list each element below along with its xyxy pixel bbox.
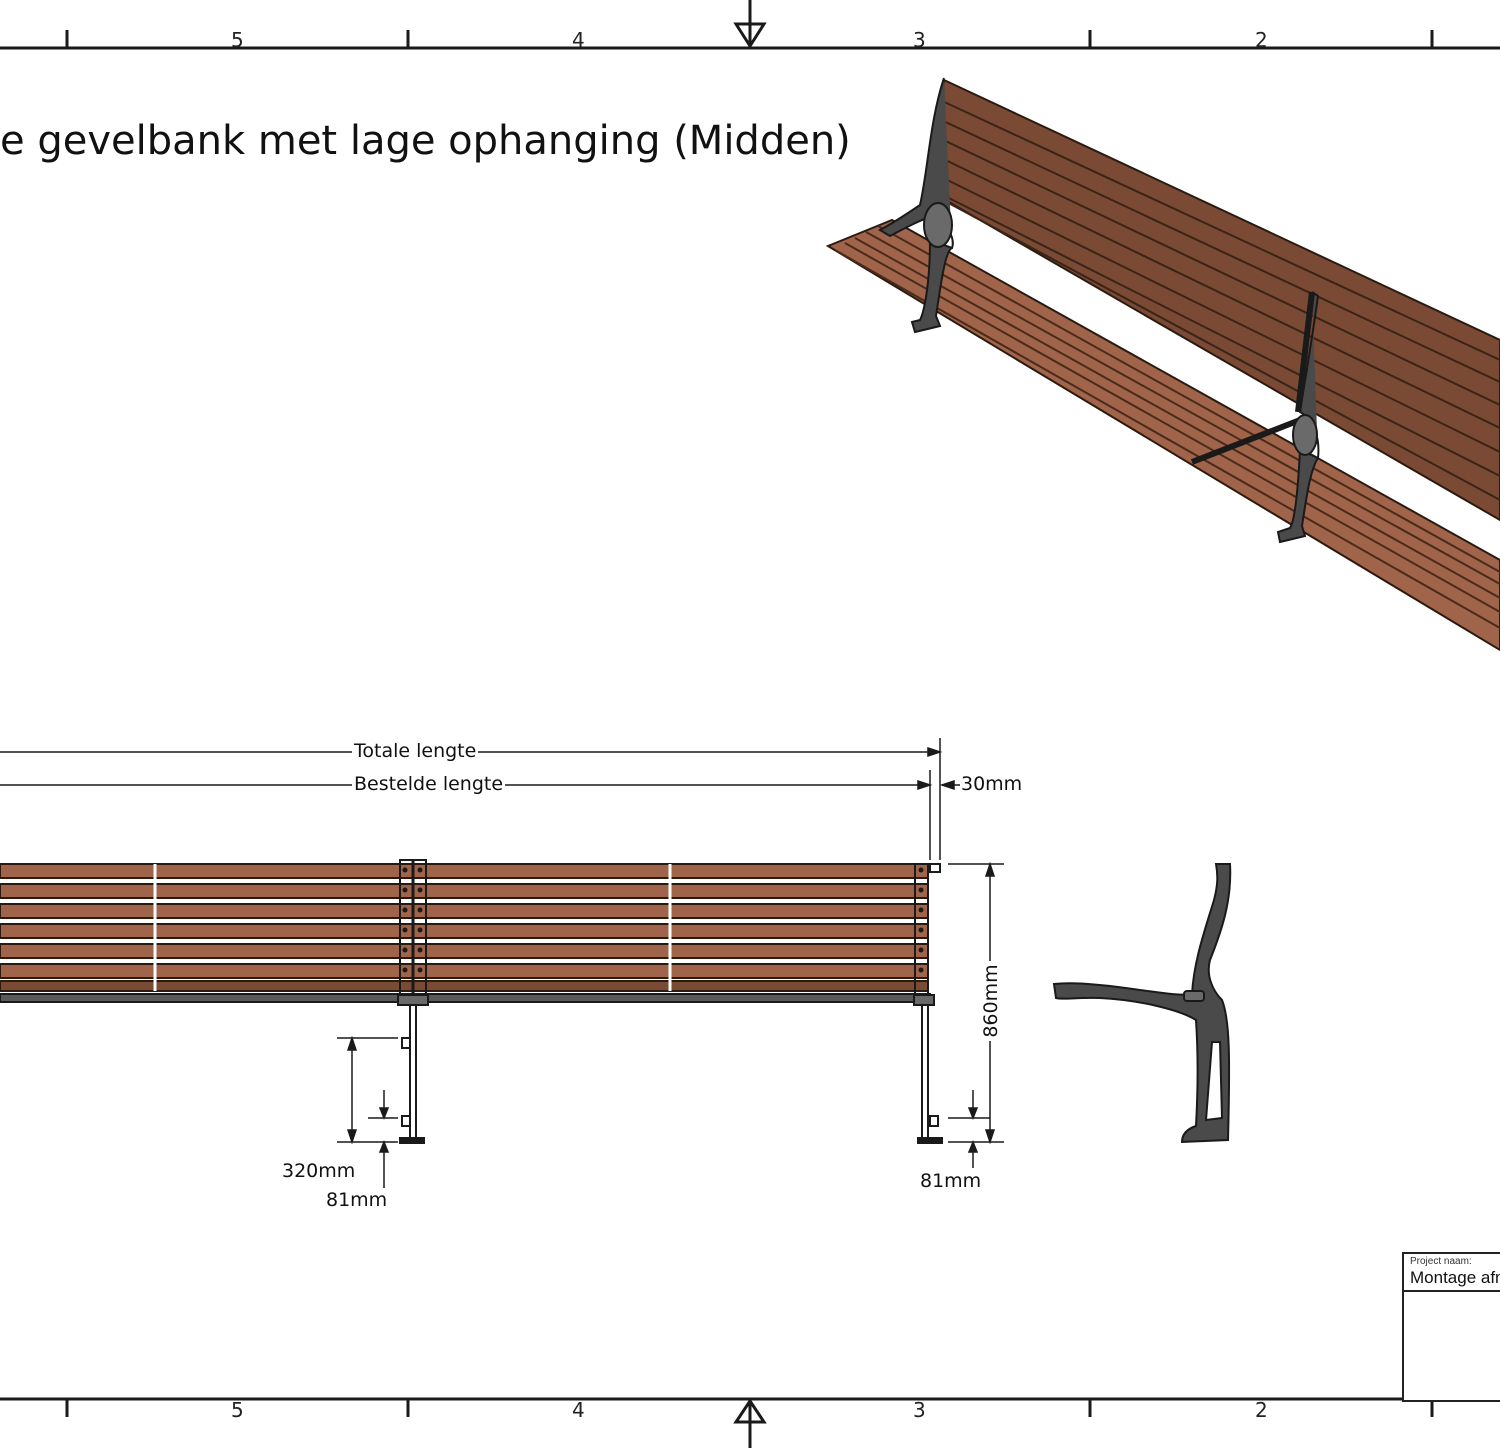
centering-arrow-bottom (733, 1398, 767, 1448)
title-block-project: Project naam: Montage afn (1404, 1254, 1500, 1292)
dim-foot-left: 81mm (326, 1189, 388, 1211)
right-leg (917, 1004, 943, 1144)
project-name-value: Montage afn (1410, 1268, 1500, 1287)
front-bench-view (0, 859, 943, 1144)
zone-label-top-3: 3 (913, 28, 926, 52)
zone-label-bottom-2: 2 (1255, 1398, 1268, 1422)
dim-foot-right: 81mm (920, 1170, 982, 1192)
project-name-label: Project naam: (1410, 1256, 1472, 1267)
zone-label-top-2: 2 (1255, 28, 1268, 52)
dim-mount-height: 320mm (282, 1160, 356, 1182)
zone-label-bottom-3: 3 (913, 1398, 926, 1422)
dim-ordered-length: Bestelde lengte (352, 773, 506, 795)
zone-label-bottom-4: 4 (572, 1398, 585, 1422)
zone-label-top-4: 4 (572, 28, 585, 52)
title-block: Project naam: Montage afn (1402, 1252, 1500, 1402)
middle-leg (399, 1004, 425, 1144)
zone-label-bottom-5: 5 (231, 1398, 244, 1422)
front-slats (0, 863, 929, 992)
dim-end-offset: 30mm (961, 773, 1023, 795)
dim-total-length: Totale lengte (352, 740, 479, 762)
drawing-title: e gevelbank met lage ophanging (Midden) (0, 118, 851, 164)
dim-height: 860mm (980, 961, 1002, 1041)
side-bench-view (1052, 863, 1232, 1144)
centering-arrow-top (733, 0, 767, 49)
isometric-bench-view (825, 77, 1500, 652)
zone-label-top-5: 5 (231, 28, 244, 52)
